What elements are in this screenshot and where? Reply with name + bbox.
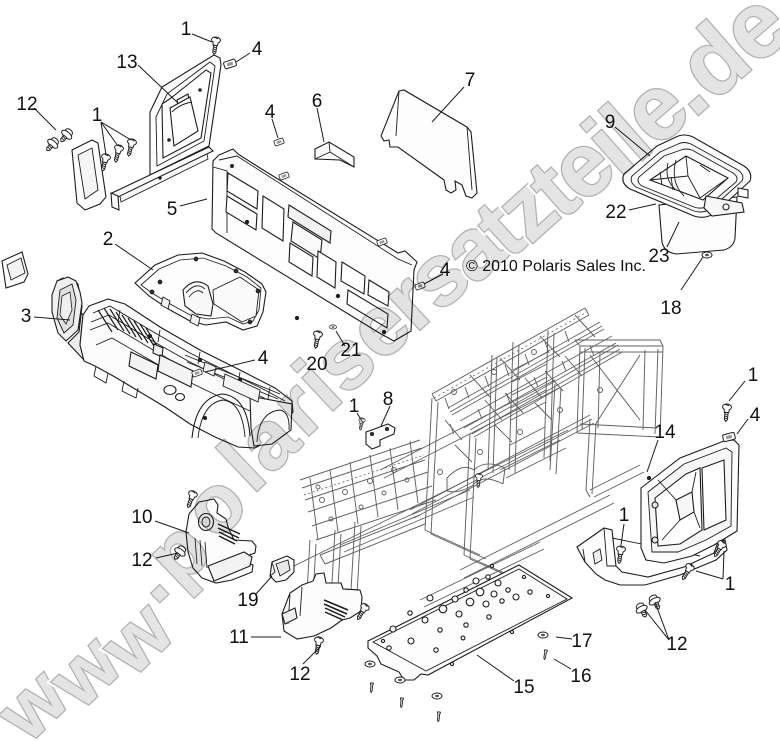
svg-text:11: 11 <box>229 627 249 648</box>
svg-text:21: 21 <box>340 340 361 361</box>
svg-text:19: 19 <box>237 590 258 611</box>
svg-text:15: 15 <box>513 677 534 698</box>
svg-text:4: 4 <box>265 102 276 123</box>
svg-text:4: 4 <box>750 405 761 426</box>
svg-text:10: 10 <box>131 507 152 528</box>
svg-text:1: 1 <box>92 105 103 126</box>
svg-text:1: 1 <box>181 19 192 40</box>
svg-text:14: 14 <box>654 422 676 443</box>
svg-text:22: 22 <box>605 202 626 223</box>
svg-text:3: 3 <box>21 306 32 327</box>
svg-text:12: 12 <box>289 664 310 685</box>
svg-text:2: 2 <box>103 229 114 250</box>
svg-text:12: 12 <box>666 634 687 655</box>
svg-text:1: 1 <box>349 396 360 417</box>
svg-text:6: 6 <box>312 91 323 112</box>
svg-text:12: 12 <box>16 94 37 115</box>
svg-text:5: 5 <box>167 199 178 220</box>
svg-text:18: 18 <box>660 298 681 319</box>
svg-text:© 2010 Polaris Sales Inc.: © 2010 Polaris Sales Inc. <box>466 258 646 275</box>
svg-text:17: 17 <box>571 631 592 652</box>
svg-text:20: 20 <box>306 354 327 375</box>
svg-text:13: 13 <box>116 52 137 73</box>
svg-text:12: 12 <box>131 550 152 571</box>
svg-text:4: 4 <box>258 348 269 369</box>
svg-text:7: 7 <box>465 70 476 91</box>
svg-text:1: 1 <box>725 574 736 595</box>
svg-text:8: 8 <box>383 389 394 410</box>
svg-text:9: 9 <box>605 112 616 133</box>
svg-text:1: 1 <box>619 505 630 526</box>
svg-text:16: 16 <box>570 666 591 687</box>
svg-text:4: 4 <box>440 260 451 281</box>
svg-text:23: 23 <box>648 246 669 267</box>
svg-text:1: 1 <box>748 365 759 386</box>
svg-text:4: 4 <box>252 39 263 60</box>
